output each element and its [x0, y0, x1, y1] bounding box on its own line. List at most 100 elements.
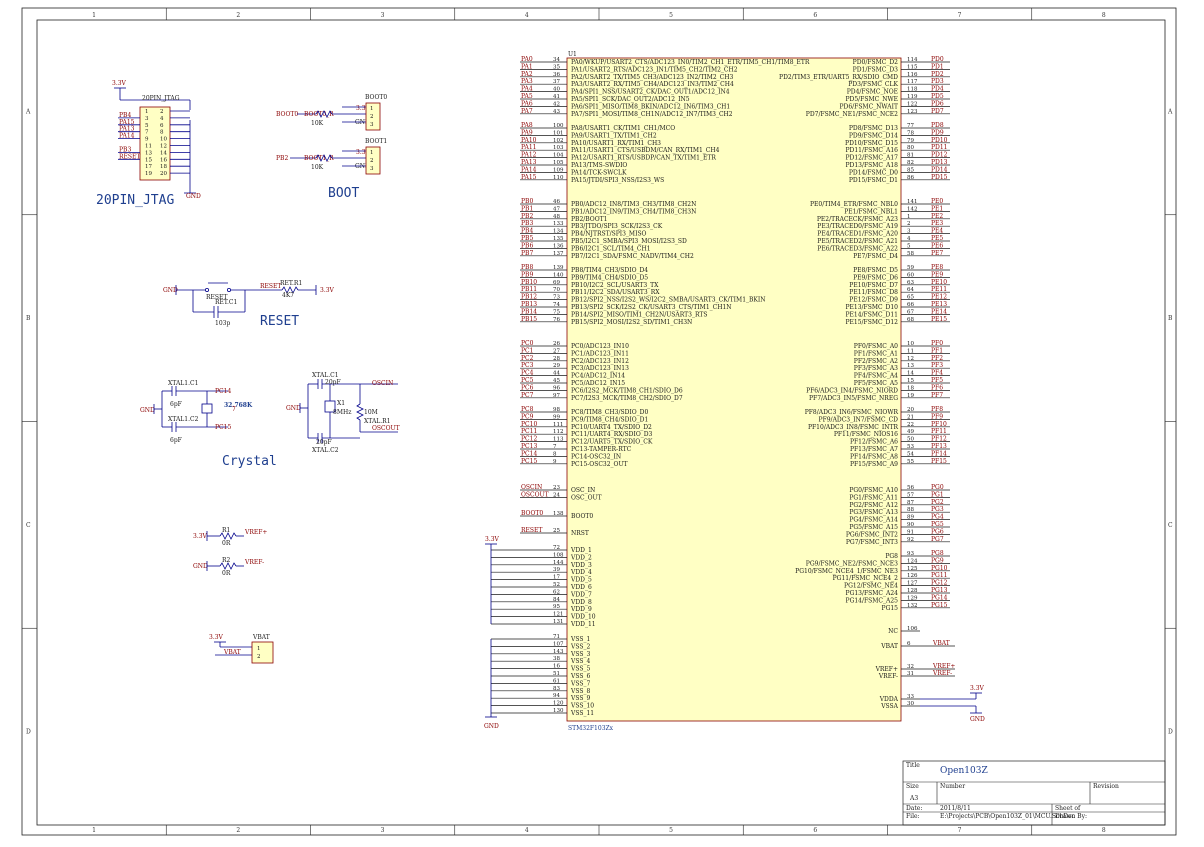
crystal-hr: XTAL.R1	[364, 418, 391, 425]
mcu-pin-number: 74	[553, 302, 560, 308]
mcu-pin-net: PB11	[521, 286, 537, 293]
mcu-vss-name: VSS_11	[570, 710, 594, 717]
jtag-net: PA13	[119, 126, 135, 133]
mcu-pin-number: 118	[907, 87, 918, 93]
grid-col-bottom: 8	[1102, 827, 1106, 834]
mcu-pin-number: 11	[907, 348, 914, 354]
mcu-pin-net: PB5	[521, 235, 533, 242]
mcu-pin-net: PC2	[521, 355, 534, 362]
mcu-pin-number: 101	[553, 130, 564, 136]
vref-r1-val: 0R	[222, 540, 231, 547]
crystal-x32: 32.768K	[224, 402, 253, 409]
mcu-pin-name: PG0/FSMC_A10	[849, 487, 898, 494]
mcu-vss-name: VSS_6	[570, 673, 590, 680]
mcu-pin-net: PD0	[931, 56, 944, 63]
mcu-pin-number: 117	[907, 79, 918, 85]
mcu-pin-number: 53	[907, 444, 914, 450]
mcu-pin-number: 34	[553, 57, 560, 63]
mcu-pin-number: 82	[907, 160, 914, 166]
mcu-misc-number: 32	[907, 664, 914, 670]
boot1-resistor	[315, 154, 333, 162]
mcu-part: STM32F103Zx	[568, 725, 614, 732]
crystal-hc1: XTAL.C1	[312, 372, 339, 379]
crystal-c1-val: 6pF	[170, 401, 182, 408]
mcu-pin-name: PG8	[885, 553, 898, 560]
mcu-pin-number: 14	[907, 371, 914, 377]
mcu-pin-name: PA0/WKUP/USART2_CTS/ADC123_IN0/TIM2_CH1_…	[571, 59, 810, 66]
mcu-pin-number: 114	[907, 57, 918, 63]
crystal-hc2-val: 20pF	[316, 439, 332, 446]
mcu-pin-number: 99	[553, 414, 560, 420]
mcu-pin-number: 35	[553, 64, 560, 70]
mcu-pin-number: 135	[553, 236, 564, 242]
mcu-pin-net: PB14	[521, 308, 537, 315]
mcu-pin-net: PC14	[521, 450, 537, 457]
mcu-pin-net: PC8	[521, 406, 534, 413]
mcu-pin-net: PA13	[521, 159, 537, 166]
mcu-pin-name: PB9/TIM4_CH4/SDIO_D5	[571, 274, 648, 281]
mcu-pin-net: BOOT0	[521, 510, 543, 517]
mcu-pin-name: PC1/ADC123_IN11	[571, 350, 629, 357]
mcu-pin-net: PB0	[521, 198, 533, 205]
mcu-pin-number: 109	[553, 167, 564, 173]
grid-row-left: B	[26, 315, 31, 322]
boot0-pin-3: 3	[370, 122, 374, 128]
mcu-vss-number: 16	[553, 664, 560, 670]
crystal-hc2: XTAL.C2	[312, 447, 339, 454]
size-value: A3	[909, 795, 918, 802]
mcu-pin-name: PF0/FSMC_A0	[854, 343, 898, 350]
mcu-pin-net: PB1	[521, 205, 533, 212]
grid-col-top: 2	[236, 12, 240, 19]
reset-gnd: GND	[163, 287, 178, 294]
mcu-pin-name: PA15/JTDI/SPI3_NSS/I2S3_WS	[571, 177, 664, 184]
mcu-pin-name: PA1/USART2_RTS/ADC123_IN1/TIM5_CH2/TIM2_…	[571, 66, 738, 73]
mcu-pin-number: 73	[553, 295, 560, 301]
jtag-pin-odd: 17	[145, 164, 152, 170]
mcu-pin-name: PG11/FSMC_NCE4_2	[833, 575, 899, 582]
mcu-pin-number: 79	[907, 138, 914, 144]
mcu-pin-net: PE1	[931, 205, 943, 212]
jtag-gnd: GND	[186, 193, 201, 200]
mcu-pin-net: PD8	[931, 122, 944, 129]
jtag-pin-odd: 3	[145, 116, 149, 122]
vref-r2: R2	[222, 557, 231, 564]
mcu-pin-number: 77	[907, 123, 914, 129]
drawn-label: Drawn By:	[1055, 813, 1087, 820]
mcu-pin-net: PG7	[931, 536, 944, 543]
mcu-pin-net: PB3	[521, 220, 533, 227]
mcu-pin-net: PE6	[931, 242, 943, 249]
reset-resistor	[281, 286, 299, 294]
mcu-pin-number: 76	[553, 317, 560, 323]
jtag-pin-odd: 11	[145, 144, 152, 150]
mcu-pin-net: PC7	[521, 392, 534, 399]
reset-cap-val: 103p	[215, 320, 230, 327]
mcu-pin-net: PF15	[931, 458, 947, 465]
mcu-pin-name: PE15/FSMC_D12	[845, 319, 898, 326]
crystal-c2-val: 6pF	[170, 437, 182, 444]
boot1-net: PB2	[276, 155, 288, 162]
mcu-pin-net: PG1	[931, 491, 944, 498]
jtag-title: 20PIN_JTAG	[96, 193, 174, 208]
mcu-pin-number: 141	[907, 199, 918, 205]
mcu-pin-number: 87	[907, 500, 914, 506]
mcu-vdd-name: VDD_9	[570, 606, 592, 613]
grid-row-right: D	[1168, 729, 1173, 736]
mcu-vss-name: VSS_7	[570, 680, 590, 687]
crystal-title: Crystal	[222, 454, 277, 469]
reset-section: GND RESET RESET RET.R1 4K7 3.3V RET.C1 1…	[163, 280, 335, 329]
mcu-pin-name: PB13/SPI2_SCK/I2S2_CK/USART3_CTS/TIM1_CH…	[571, 304, 732, 311]
mcu-pin-net: PF9	[931, 413, 943, 420]
mcu-pin-net: PD13	[931, 159, 948, 166]
mcu-pin-net: PD6	[931, 100, 944, 107]
grid-col-top: 4	[525, 12, 529, 19]
mcu-pin-net: PA15	[521, 174, 537, 181]
mcu-pin-net: PE11	[931, 286, 947, 293]
mcu-pin-name: PE3/TRACED0/FSMC_A19	[817, 223, 898, 230]
jtag-pin-odd: 15	[145, 157, 152, 163]
mcu-pin-net: PA14	[521, 166, 537, 173]
reset-res: RET.R1	[280, 280, 302, 287]
mcu-pin-net: PB10	[521, 279, 537, 286]
mcu-misc-name: VDDA	[879, 696, 899, 703]
mcu-pin-net: PC4	[521, 370, 534, 377]
mcu-pin-name: PE10/FSMC_D7	[849, 282, 898, 289]
